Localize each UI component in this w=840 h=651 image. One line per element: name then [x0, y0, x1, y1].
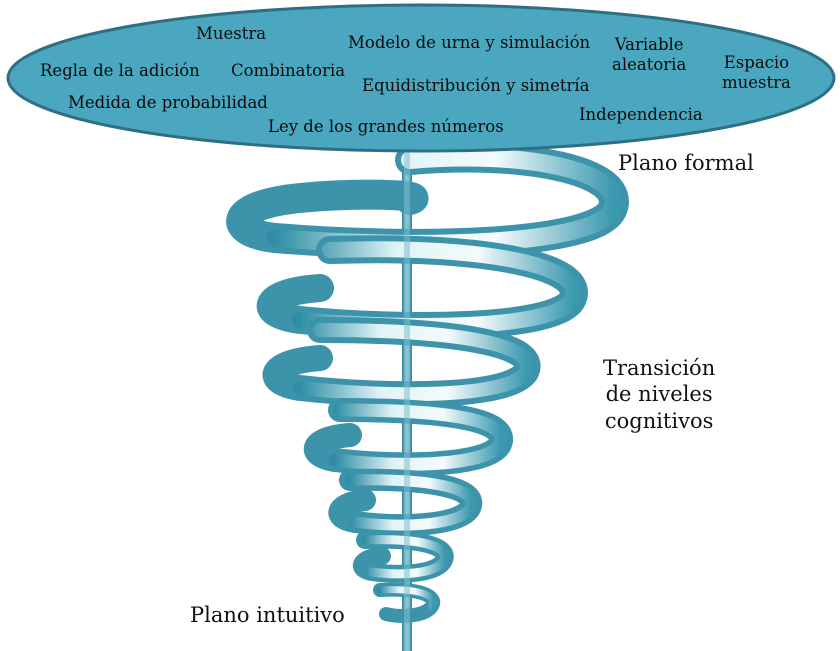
concept-variable-aleatoria: Variable aleatoria: [612, 35, 687, 74]
label-plano-intuitivo: Plano intuitivo: [190, 603, 345, 627]
label-plano-formal: Plano formal: [618, 151, 754, 175]
concept-ley-grandes-numeros: Ley de los grandes números: [268, 117, 504, 136]
concept-muestra: Muestra: [196, 24, 267, 43]
concept-modelo-urna: Modelo de urna y simulación: [348, 33, 591, 52]
concept-independencia: Independencia: [579, 105, 703, 124]
spiral-ribbon: [226, 142, 629, 623]
formal-plane-ellipse: [6, 3, 836, 153]
concept-espacio-muestra: Espacio muestra: [722, 53, 791, 92]
spiral-axis-front: [404, 140, 410, 651]
concept-regla-adicion: Regla de la adición: [40, 61, 200, 80]
concept-equidistribucion: Equidistribución y simetría: [362, 76, 590, 95]
concept-combinatoria: Combinatoria: [231, 61, 346, 80]
label-transicion: Transición de niveles cognitivos: [603, 356, 716, 433]
concept-medida-probabilidad: Medida de probabilidad: [68, 93, 268, 112]
